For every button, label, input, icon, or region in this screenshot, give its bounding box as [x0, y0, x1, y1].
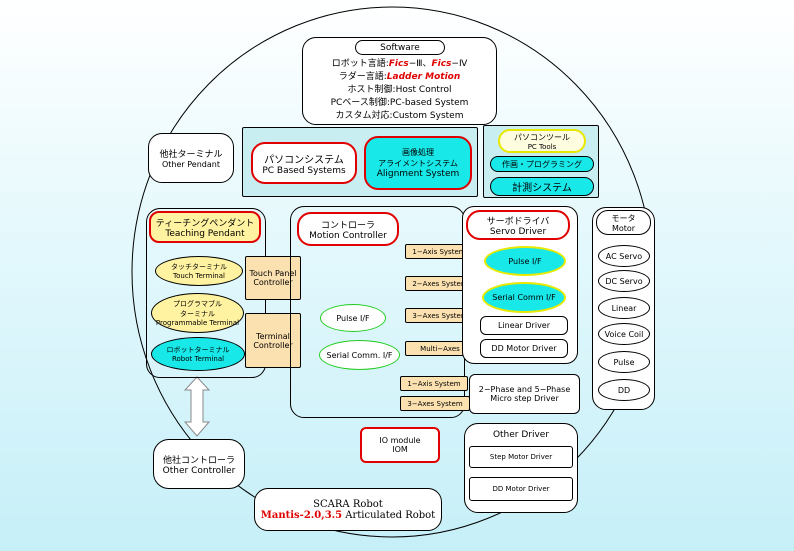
- other-pendant: 他社ターミナル Other Pendant: [148, 133, 234, 183]
- motor-linear: Linear: [598, 297, 650, 319]
- motor-pulse: Pulse: [598, 351, 650, 373]
- host-control: ホスト制御:Host Control: [347, 85, 452, 95]
- servo-serial-comm-if: Serial Comm I/F: [482, 282, 566, 313]
- other-controller: 他社コントローラ Other Controller: [153, 439, 245, 489]
- dd-motor-driver-other: DD Motor Driver: [469, 477, 573, 501]
- servo-driver-title: サーボドライバ Servo Driver: [466, 210, 570, 240]
- axes-2-system: 2−Axes System: [405, 276, 475, 291]
- axes-3-system-stepper: 3−Axes System: [400, 396, 470, 411]
- touch-panel-controller: Touch Panel Controller: [245, 256, 301, 300]
- motion-controller-title: コントローラ Motion Controller: [297, 212, 399, 246]
- teaching-pendant-title: ティーチングペンダント Teaching Pendant: [149, 211, 261, 243]
- dd-motor-driver: DD Motor Driver: [480, 339, 568, 358]
- io-module: IO module IOM: [360, 427, 440, 463]
- linear-driver: Linear Driver: [480, 316, 568, 335]
- drawing-programming: 作画・プログラミング: [490, 156, 594, 172]
- motor-voice-coil: Voice Coil: [598, 323, 650, 345]
- serial-comm-if: Serial Comm. I/F: [319, 340, 400, 370]
- other-driver-title: Other Driver: [492, 430, 550, 440]
- custom-system: カスタム対応:Custom System: [335, 111, 464, 121]
- micro-step-driver: 2−Phase and 5−Phase Micro step Driver: [469, 374, 580, 414]
- alignment-system: 画像処理 アライメントシステム Alignment System: [364, 136, 472, 190]
- motor-dc-servo: DC Servo: [598, 270, 650, 292]
- double-arrow-shape: [183, 376, 211, 437]
- step-motor-driver: Step Motor Driver: [469, 446, 573, 468]
- touch-terminal: タッチターミナル Touch Terminal: [155, 256, 243, 286]
- pc-based-control: PCベース制御:PC-based System: [330, 98, 469, 108]
- pulse-if: Pulse I/F: [320, 304, 386, 332]
- robot-language: ロボット言語:Fics−Ⅲ、Fics−Ⅳ: [331, 59, 468, 69]
- motor-ac-servo: AC Servo: [598, 245, 650, 267]
- programmable-terminal: プログラマブル ターミナル Programmable Terminal: [151, 293, 244, 333]
- servo-pulse-if: Pulse I/F: [484, 246, 566, 276]
- axis-1-system-stepper: 1−Axis System: [400, 376, 468, 391]
- scara-robot: SCARA Robot Mantis-2.0,3.5 Articulated R…: [254, 488, 442, 531]
- pc-tools-box: パソコンツール PC Tools 作画・プログラミング 計測システム: [483, 125, 599, 198]
- measurement-system: 計測システム: [490, 177, 594, 196]
- robot-terminal: ロボットターミナル Robot Terminal: [151, 337, 245, 371]
- motor-title: モータ Motor: [596, 210, 651, 235]
- pc-systems-box: パソコンシステム PC Based Systems 画像処理 アライメントシステ…: [242, 127, 478, 197]
- software-box: Software ロボット言語:Fics−Ⅲ、Fics−Ⅳ ラダー言語:Ladd…: [302, 37, 497, 125]
- terminal-controller: Terminal Controller: [245, 313, 301, 368]
- pc-tools-title: パソコンツール PC Tools: [498, 129, 586, 153]
- pc-based-systems: パソコンシステム PC Based Systems: [251, 142, 357, 184]
- ladder-language: ラダー言語:Ladder Motion: [338, 72, 461, 82]
- software-title: Software: [355, 40, 445, 55]
- axes-3-system: 3−Axes System: [405, 308, 475, 323]
- motor-dd: DD: [598, 379, 650, 401]
